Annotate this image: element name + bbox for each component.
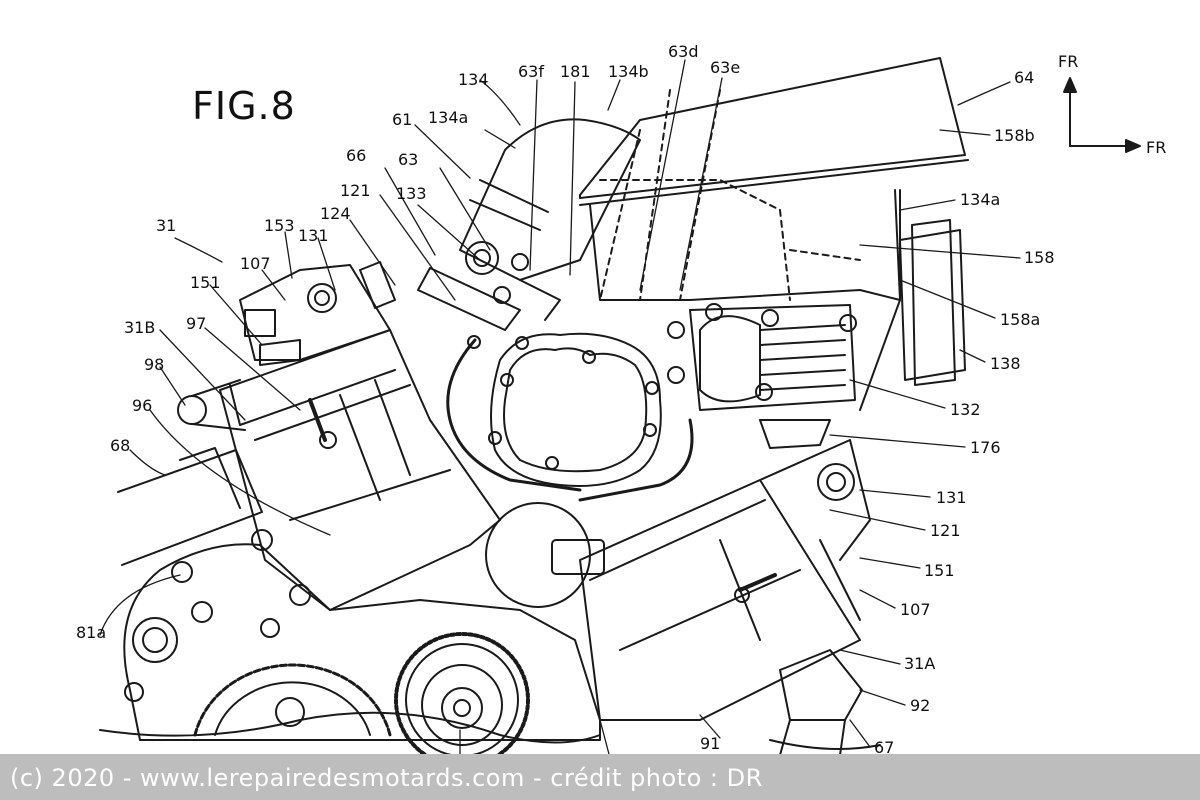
ref-label: 138 (990, 354, 1021, 373)
ref-label: 68 (110, 436, 131, 455)
direction-label-right: FR (1146, 138, 1167, 157)
gear-82 (394, 632, 530, 768)
ref-label: 81a (76, 623, 107, 642)
ref-label: 158 (1024, 248, 1055, 267)
ref-label: 31 (156, 216, 177, 235)
ref-label: 107 (900, 600, 931, 619)
ref-label: 158a (1000, 310, 1041, 329)
ref-label: 131 (298, 226, 329, 245)
ref-label: 121 (930, 521, 961, 540)
ref-label: 63d (668, 42, 699, 61)
leader-lines (99, 59, 1021, 759)
rear-cylinder (177, 329, 501, 611)
ref-label: 124 (320, 204, 351, 223)
rear-cylinder-head (239, 261, 396, 366)
ref-label: 63e (710, 58, 741, 77)
crankcase (123, 529, 601, 741)
direction-label-up: FR (1058, 52, 1079, 71)
front-cylinder (579, 439, 871, 721)
exhaust-pipe (779, 649, 863, 756)
ref-label: 63f (518, 62, 544, 81)
ref-label: 181 (560, 62, 591, 81)
ref-label: 67 (874, 738, 895, 757)
intake-runner (417, 118, 641, 331)
credit-bar: (c) 2020 - www.lerepairedesmotards.com -… (0, 754, 1200, 800)
ref-label: 131 (936, 488, 967, 507)
clutch-gear (193, 663, 392, 737)
ref-label: 134 (458, 70, 489, 89)
frame-tube (117, 447, 263, 566)
ref-label: 134a (428, 108, 469, 127)
ref-label: 98 (144, 355, 165, 374)
ref-label: 151 (190, 273, 221, 292)
ref-label: 176 (970, 438, 1001, 457)
ref-label: 151 (924, 561, 955, 580)
ref-label: 132 (950, 400, 981, 419)
ref-label: 158b (994, 126, 1035, 145)
ref-label: 97 (186, 314, 207, 333)
ref-label: 63 (398, 150, 419, 169)
ref-label: 107 (240, 254, 271, 273)
ref-label: 66 (346, 146, 367, 165)
photo-credit: (c) 2020 - www.lerepairedesmotards.com -… (10, 764, 763, 792)
cam-drive-cover (488, 332, 662, 487)
ref-label: 31A (904, 654, 936, 673)
round-cover (485, 502, 605, 608)
ref-label: 133 (396, 184, 427, 203)
figure-title: FIG.8 (192, 84, 296, 128)
ref-label: 92 (910, 696, 931, 715)
ref-label: 96 (132, 396, 153, 415)
ref-label: 31B (124, 318, 156, 337)
ref-label: 153 (264, 216, 295, 235)
ref-label: 134a (960, 190, 1001, 209)
throttle-body (667, 303, 857, 449)
ref-label: 61 (392, 110, 413, 129)
airbox (579, 57, 969, 411)
ref-label: 64 (1014, 68, 1035, 87)
ref-label: 91 (700, 734, 721, 753)
ref-label: 134b (608, 62, 649, 81)
ref-label: 121 (340, 181, 371, 200)
direction-arrows (1063, 77, 1141, 153)
hoses (446, 335, 694, 502)
